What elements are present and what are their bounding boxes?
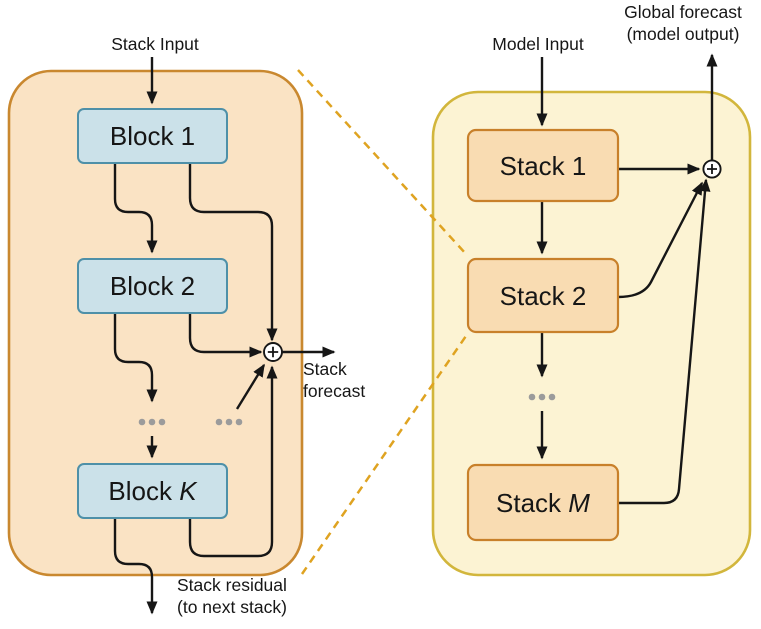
blockK-forecast-arrow <box>188 365 278 558</box>
block1-forecast-arrow <box>188 163 278 342</box>
global-sum-node <box>702 159 722 179</box>
dots-forecast-arrow <box>235 363 266 410</box>
blockK-box <box>77 463 228 519</box>
blockK-label-var: K <box>179 476 198 506</box>
stack2-box <box>466 257 620 334</box>
model-panel <box>431 90 752 577</box>
block2-residual-arrow <box>113 313 158 403</box>
stack2-label: Stack 2 <box>500 281 587 311</box>
model-input-label: Model Input <box>492 34 584 54</box>
blocks-ellipsis-icon <box>138 418 166 426</box>
block2-box <box>77 258 228 314</box>
stack-residual-label-line2: (to next stack) <box>177 597 287 617</box>
plus-icon <box>707 164 717 174</box>
stacks-ellipsis-icon <box>528 393 556 401</box>
stack-residual-arrow <box>113 517 158 615</box>
blockK-label: Block K <box>108 476 198 506</box>
stack1-box <box>466 128 620 203</box>
global-forecast-label-line1: Global forecast <box>624 2 742 22</box>
zoom-dashed-line-bottom <box>300 335 468 575</box>
stackM-label-var: M <box>568 488 590 518</box>
block1-residual-arrow <box>113 163 158 254</box>
stack2-forecast-arrow <box>617 181 704 299</box>
stackM-label: Stack M <box>496 488 590 518</box>
block1-box <box>77 108 228 164</box>
plus-icon <box>267 346 279 358</box>
stackM-forecast-arrow <box>618 178 711 505</box>
forecasts-ellipsis-icon <box>215 418 243 426</box>
block2-label: Block 2 <box>110 271 195 301</box>
stack-detail-panel <box>7 69 304 577</box>
stackM-label-prefix: Stack <box>496 488 568 518</box>
stackM-box <box>466 463 620 542</box>
stack1-label: Stack 1 <box>500 151 587 181</box>
stack-forecast-label-line2: forecast <box>303 381 365 401</box>
blockK-label-prefix: Block <box>108 476 179 506</box>
block1-label: Block 1 <box>110 121 195 151</box>
stack-residual-label-line1: Stack residual <box>177 575 287 595</box>
global-forecast-label-line2: (model output) <box>627 24 740 44</box>
stack-forecast-label-line1: Stack <box>303 359 347 379</box>
stack-sum-node <box>263 342 283 362</box>
block2-forecast-arrow <box>188 313 263 358</box>
stack-input-label: Stack Input <box>111 34 199 54</box>
